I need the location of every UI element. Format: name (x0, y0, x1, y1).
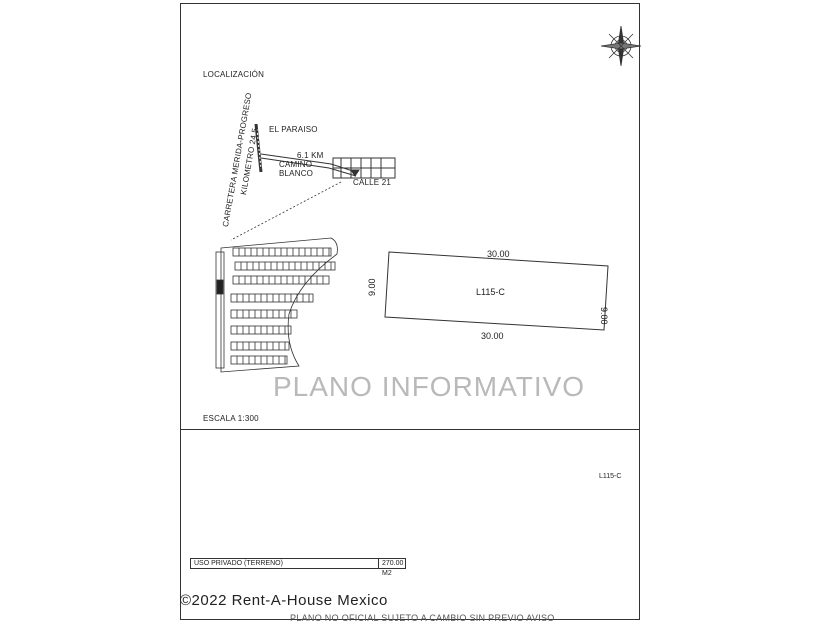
area-label: USO PRIVADO (TERRENO) (191, 559, 379, 568)
lot-block (230, 309, 298, 319)
scale-label: ESCALA 1:300 (203, 414, 259, 423)
area-value: 270.00 M2 (382, 560, 404, 577)
lot-block (230, 341, 290, 351)
lot-bottom-dimension: 30.00 (481, 331, 504, 341)
lot-block (230, 293, 314, 303)
paraiso-label: EL PARAISO (269, 125, 318, 134)
watermark-text: PLANO INFORMATIVO (273, 371, 586, 402)
blanco-label: BLANCO (279, 169, 314, 178)
lot-id-label: L115-C (476, 287, 505, 297)
lot-left-dimension: 9.00 (367, 278, 377, 296)
calle-label: CALLE 21 (353, 178, 392, 187)
location-map (230, 123, 396, 241)
subdivision-plan (215, 237, 338, 373)
lot-right-dimension: 9.00 (599, 307, 609, 325)
camino-label: CAMINO (279, 160, 313, 169)
lot-top-dimension: 30.00 (487, 249, 510, 259)
copyright-text: ©2022 Rent-A-House Mexico (180, 592, 388, 609)
lot-block (232, 247, 332, 257)
location-label: LOCALIZACIÓN (203, 70, 265, 79)
distance-label: 6.1 KM (297, 151, 324, 160)
lot-code-label: L115-C (599, 473, 622, 480)
disclaimer-text: PLANO NO OFICIAL SUJETO A CAMBIO SIN PRE… (290, 613, 555, 623)
area-table: USO PRIVADO (TERRENO) 270.00 M2 (190, 558, 406, 577)
lot-block (230, 355, 288, 365)
plan-sheet: LOCALIZACIÓN (180, 3, 642, 620)
lot-block (234, 261, 336, 271)
lot-drawing (384, 251, 609, 331)
compass-rose-icon (600, 25, 642, 67)
plan-upper-panel: LOCALIZACIÓN (181, 4, 642, 430)
